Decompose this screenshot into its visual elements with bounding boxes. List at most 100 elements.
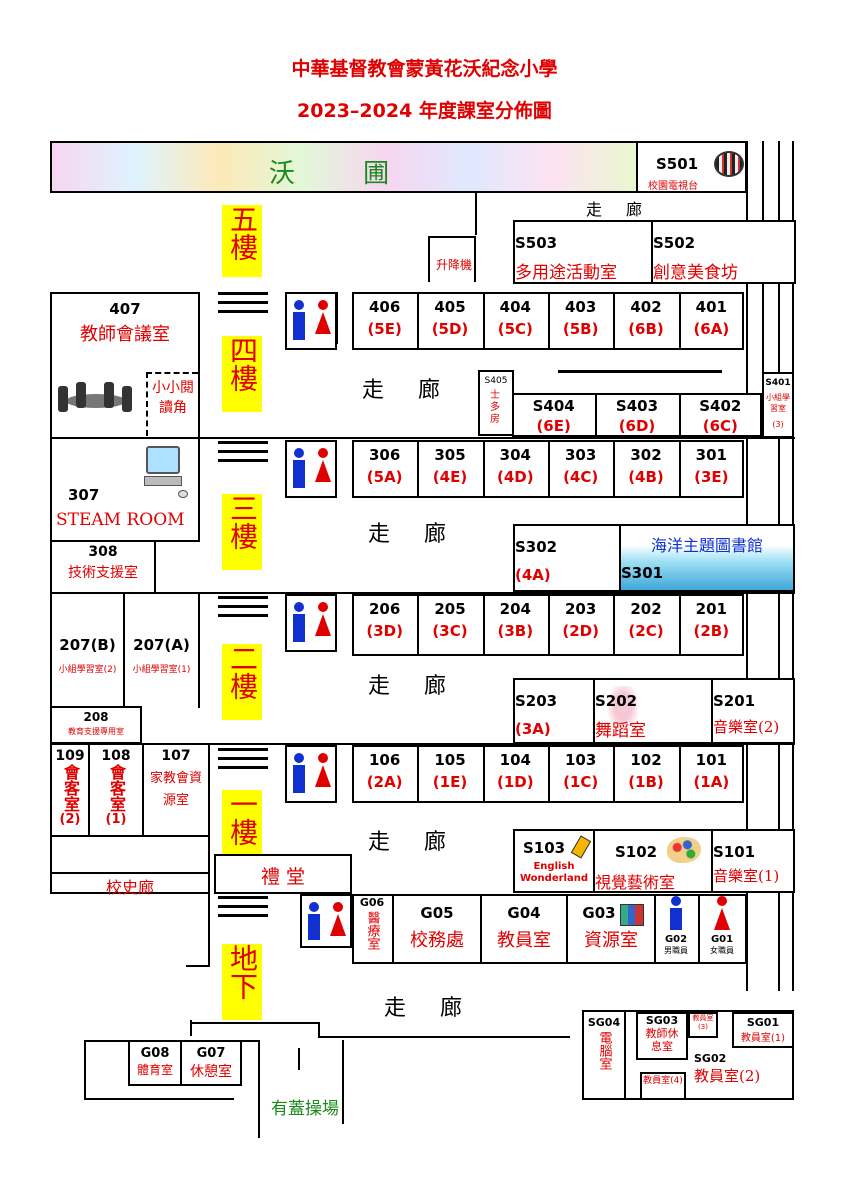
- room-number: 405: [434, 298, 466, 316]
- room-number: S402: [699, 397, 742, 415]
- class-name: (3B): [497, 622, 534, 640]
- room-g02: G02 男職員: [654, 896, 698, 956]
- female-toilet-icon: [315, 448, 331, 488]
- room-s203: S203 (3A): [513, 678, 595, 744]
- corridor-2f: 走廊: [368, 674, 481, 699]
- room-sg04: SG04 電腦室: [587, 1016, 621, 1070]
- room-208: 208 教育支援專用室: [50, 706, 142, 744]
- class-name: (2C): [628, 622, 664, 640]
- room-s403: S403(6D): [595, 397, 678, 435]
- class-name: (2A): [366, 773, 403, 791]
- room-s102: S102 視覺藝術室: [593, 829, 713, 893]
- stairs-icon: [218, 596, 268, 626]
- classroom-305: 305 (4E): [417, 446, 482, 486]
- class-name: (5A): [366, 468, 403, 486]
- room-s501: S501 校園電視台: [636, 141, 747, 193]
- room-s101: S101 音樂室(1): [711, 829, 795, 893]
- floor-label-g: 地下: [222, 944, 262, 1020]
- class-name: (5D): [431, 320, 469, 338]
- covered-playground: 有蓋操場: [271, 1099, 339, 1119]
- room-number: 303: [565, 446, 597, 464]
- class-name: (4E): [432, 468, 468, 486]
- tv-icon: [714, 151, 744, 177]
- room-number: 202: [630, 600, 662, 618]
- floor-label-4: 四樓: [222, 336, 262, 412]
- stairs-icon: [218, 748, 268, 778]
- room-sg02: SG02 教員室(2): [694, 1052, 761, 1085]
- classroom-203: 203(2D): [548, 600, 613, 640]
- toilet-4f: [285, 292, 337, 350]
- class-name: (5B): [562, 320, 599, 338]
- meeting-table-icon: [56, 380, 136, 420]
- class-name: (6D): [618, 417, 656, 435]
- room-number: 206: [369, 600, 401, 618]
- classroom-202: 202 (2C): [613, 600, 678, 640]
- room-number: 304: [499, 446, 531, 464]
- female-staff-toilet-icon: [714, 896, 730, 930]
- class-name: (5E): [367, 320, 402, 338]
- male-toilet-icon: [293, 300, 305, 340]
- room-number: 104: [499, 751, 531, 769]
- toilet-1f: [285, 745, 337, 803]
- class-name: (6A): [693, 320, 730, 338]
- room-number: 201: [695, 600, 727, 618]
- room-number: 305: [434, 446, 466, 464]
- female-toilet-icon: [315, 602, 331, 642]
- room-407: 407 教師會議室: [80, 300, 170, 345]
- toilet-g: [300, 894, 352, 948]
- floor-label-3: 三樓: [222, 494, 262, 570]
- classroom-405: 405 (5D): [417, 298, 482, 338]
- room-label: 校園電視台: [648, 181, 698, 192]
- corridor-3f: 走廊: [368, 522, 481, 547]
- classroom-101: 101(1A): [679, 751, 744, 791]
- class-name: (4D): [497, 468, 534, 486]
- floor-label-2: 二樓: [222, 644, 262, 720]
- room-number: 102: [630, 751, 662, 769]
- floor-label-1: 一樓: [222, 790, 262, 866]
- classroom-403: 403(5B): [548, 298, 613, 338]
- class-name: (1D): [497, 773, 534, 791]
- classroom-105: 105(1E): [417, 751, 482, 791]
- room-g05: G05 校務處: [410, 904, 464, 951]
- classroom-303: 303 (4C): [548, 446, 613, 486]
- room-207b: 207(B) 小組學習室(2): [58, 636, 117, 675]
- room-number: 302: [630, 446, 662, 464]
- male-toilet-icon: [293, 753, 305, 793]
- class-name: (6E): [536, 417, 571, 435]
- class-name: (1C): [563, 773, 599, 791]
- stairs-icon: [218, 441, 268, 471]
- room-number: 404: [499, 298, 531, 316]
- corridor-5f: 走廊: [586, 200, 667, 219]
- palette-icon: [667, 837, 701, 863]
- classroom-206: 206 (3D): [352, 600, 417, 640]
- room-s302: S302 (4A): [513, 524, 621, 592]
- class-name: (3E): [694, 468, 729, 486]
- room-s103: S103 English Wonderland: [513, 829, 595, 893]
- garden-label: 沃 圃: [268, 159, 420, 189]
- history-corridor: 校史廊: [105, 878, 154, 897]
- corridor-g: 走廊: [384, 996, 497, 1021]
- class-name: (2D): [562, 622, 599, 640]
- classroom-204: 204(3B): [483, 600, 548, 640]
- class-name: (2B): [693, 622, 730, 640]
- room-g03: G03 資源室: [568, 904, 654, 952]
- plan-title: 2023–2024 年度課室分佈圖: [297, 100, 552, 122]
- school-name: 中華基督教會蒙黃花沃紀念小學: [291, 58, 558, 80]
- class-name: (6C): [702, 417, 738, 435]
- room-s502: S502 創意美食坊: [651, 220, 796, 284]
- classroom-406: 406(5E): [352, 298, 417, 338]
- room-107: 107 家教會資源室: [150, 748, 203, 808]
- class-name: (1B): [628, 773, 664, 791]
- class-name: (1E): [432, 773, 468, 791]
- room-207a: 207(A) 小組學習室(1): [132, 636, 191, 675]
- room-g04: G04 教員室: [497, 904, 551, 951]
- pencil-icon: [570, 835, 592, 859]
- room-s202: S202 舞蹈室: [593, 678, 713, 744]
- room-s402: S402 (6C): [679, 397, 762, 435]
- class-name: (3D): [366, 622, 403, 640]
- room-number: 106: [369, 751, 401, 769]
- class-name: (4C): [563, 468, 599, 486]
- male-staff-toilet-icon: [670, 896, 682, 930]
- room-staff-4: 教員室(4): [640, 1072, 686, 1100]
